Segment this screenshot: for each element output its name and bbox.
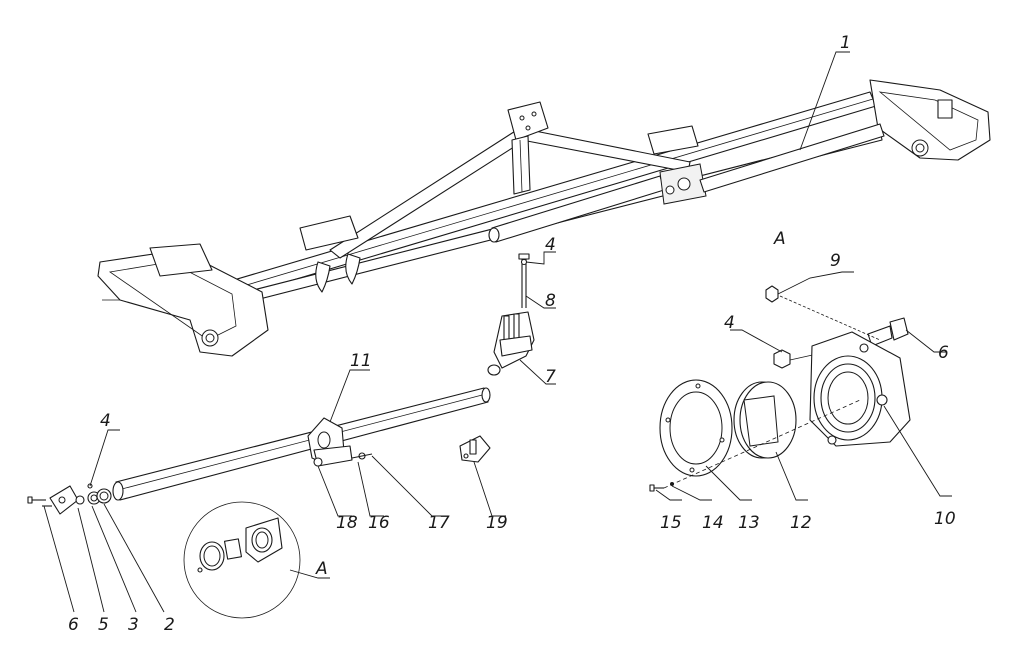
flange-10 (809, 331, 911, 447)
callout-4-frame: 4 (545, 235, 556, 255)
callout-9: 9 (830, 251, 841, 271)
callout-16: 16 (368, 513, 390, 533)
callout-12: 12 (790, 513, 812, 533)
nut-9 (765, 285, 779, 303)
detail-circle-label: A (315, 559, 328, 579)
left-end-parts (27, 483, 112, 515)
callout-14: 14 (702, 513, 724, 533)
bolt-6 (867, 317, 909, 347)
bush-12 (733, 381, 797, 459)
callout-6-left: 6 (68, 615, 79, 635)
callout-4-left: 4 (100, 411, 111, 431)
callout-4-detail: 4 (724, 313, 735, 333)
callout-5: 5 (98, 615, 109, 635)
callout-15: 15 (660, 513, 682, 533)
clip-19 (459, 435, 491, 463)
callout-1: 1 (840, 33, 851, 53)
main-frame (97, 79, 991, 357)
bracket-7 (487, 311, 535, 376)
callout-11: 11 (350, 351, 372, 371)
callout-19: 19 (486, 513, 508, 533)
callout-13: 13 (738, 513, 760, 533)
bolt-8 (518, 253, 530, 308)
callout-6-detail: 6 (938, 343, 949, 363)
callout-7: 7 (545, 367, 556, 387)
screw-15 (649, 484, 664, 492)
detail-circle-a (183, 501, 301, 619)
nut-4-detail (773, 349, 791, 369)
beam-assembly (112, 387, 491, 501)
callout-18: 18 (336, 513, 358, 533)
ring-13 (659, 379, 733, 477)
nut-4-upper (520, 258, 528, 266)
callout-8: 8 (545, 291, 556, 311)
callout-10: 10 (934, 509, 956, 529)
callout-17: 17 (428, 513, 450, 533)
callout-3: 3 (128, 615, 139, 635)
detail-title: A (773, 229, 786, 249)
callout-2: 2 (164, 615, 175, 635)
